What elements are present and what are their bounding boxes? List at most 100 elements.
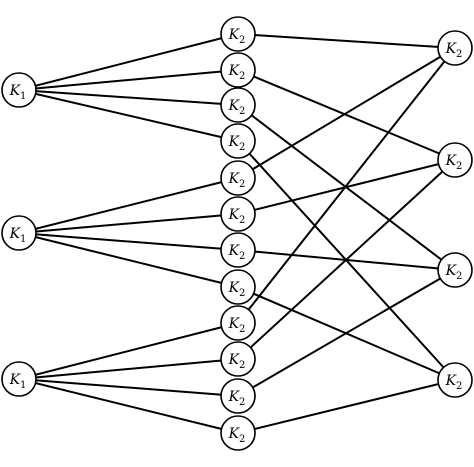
edge-M9-R1	[237, 47, 456, 324]
node-label-subscript: 2	[239, 142, 245, 153]
node-label-letter: K	[228, 316, 241, 332]
node-label-letter: K	[228, 63, 241, 79]
node-label-subscript: 2	[239, 397, 245, 408]
node-M8: K2	[220, 269, 256, 305]
node-label-letter: K	[228, 352, 241, 368]
node-M5: K2	[220, 160, 256, 196]
node-label-letter: K	[9, 83, 22, 99]
node-label-subscript: 2	[239, 106, 245, 117]
node-label: K2	[445, 373, 463, 392]
node-label-letter: K	[228, 171, 241, 187]
node-label: K2	[445, 41, 463, 60]
node-label-subscript: 2	[456, 161, 462, 172]
node-label-subscript: 2	[239, 215, 245, 226]
node-circle	[437, 362, 473, 398]
node-label-letter: K	[228, 134, 241, 150]
node-R4: K2	[437, 362, 473, 398]
node-M10: K2	[220, 341, 256, 377]
node-circle	[437, 142, 473, 178]
node-label-subscript: 2	[239, 324, 245, 335]
node-circle	[220, 196, 256, 232]
node-label-letter: K	[9, 372, 22, 388]
node-label: K2	[228, 27, 246, 46]
node-label: K2	[228, 352, 246, 371]
node-label: K1	[9, 372, 27, 391]
node-circle	[1, 215, 37, 251]
node-label-letter: K	[9, 226, 22, 242]
node-circle	[220, 341, 256, 377]
node-M7: K2	[220, 232, 256, 268]
node-label-letter: K	[445, 373, 458, 389]
edge-L2-M8	[18, 232, 239, 288]
edge-L3-M10	[18, 358, 239, 380]
node-circle	[220, 269, 256, 305]
node-label: K2	[228, 171, 246, 190]
node-label-letter: K	[445, 153, 458, 169]
node-label-letter: K	[228, 27, 241, 43]
edge-M11-R3	[237, 269, 456, 397]
node-label-subscript: 2	[456, 49, 462, 60]
node-R1: K2	[437, 30, 473, 66]
node-M9: K2	[220, 305, 256, 341]
node-label-subscript: 1	[20, 91, 26, 102]
node-label-letter: K	[228, 426, 241, 442]
node-circle	[437, 252, 473, 288]
node-label-subscript: 2	[239, 251, 245, 262]
edge-L1-M1	[18, 33, 239, 91]
node-M1: K2	[220, 16, 256, 52]
node-L1: K1	[1, 72, 37, 108]
edge-layer	[18, 33, 456, 434]
edge-M2-R2	[237, 69, 456, 161]
node-M4: K2	[220, 123, 256, 159]
node-M12: K2	[220, 415, 256, 451]
node-label: K2	[228, 243, 246, 262]
node-circle	[437, 30, 473, 66]
edge-M12-R4	[237, 379, 456, 434]
node-label-letter: K	[445, 263, 458, 279]
node-circle	[220, 378, 256, 414]
node-circle	[220, 160, 256, 196]
node-label-subscript: 1	[20, 234, 26, 245]
node-label: K1	[9, 83, 27, 102]
node-label: K2	[228, 134, 246, 153]
node-circle	[220, 87, 256, 123]
node-M2: K2	[220, 52, 256, 88]
node-label-letter: K	[228, 207, 241, 223]
edge-L2-M5	[18, 177, 239, 234]
node-circle	[220, 232, 256, 268]
node-label: K2	[228, 98, 246, 117]
node-label-subscript: 2	[239, 71, 245, 82]
node-circle	[1, 72, 37, 108]
node-label-subscript: 1	[20, 380, 26, 391]
node-label-letter: K	[445, 41, 458, 57]
node-circle	[220, 305, 256, 341]
edge-L1-M3	[18, 89, 239, 106]
node-label-subscript: 2	[456, 381, 462, 392]
edge-L1-M4	[18, 89, 239, 142]
edge-M1-R1	[237, 33, 456, 49]
node-label-letter: K	[228, 243, 241, 259]
node-label: K2	[228, 316, 246, 335]
node-M3: K2	[220, 87, 256, 123]
node-circle	[220, 52, 256, 88]
node-label: K2	[228, 63, 246, 82]
node-label-subscript: 2	[239, 179, 245, 190]
edge-L2-M7	[18, 232, 239, 251]
edge-L2-M6	[18, 213, 239, 234]
node-R3: K2	[437, 252, 473, 288]
node-label-subscript: 2	[239, 35, 245, 46]
node-label: K1	[9, 226, 27, 245]
edge-M10-R2	[237, 159, 456, 360]
edge-M5-R1	[237, 47, 456, 179]
edge-L3-M11	[18, 378, 239, 397]
node-label: K2	[228, 280, 246, 299]
edge-L3-M9	[18, 322, 239, 380]
node-circle	[220, 16, 256, 52]
node-L3: K1	[1, 361, 37, 397]
node-M11: K2	[220, 378, 256, 414]
node-label-letter: K	[228, 98, 241, 114]
node-R2: K2	[437, 142, 473, 178]
node-circle	[220, 123, 256, 159]
